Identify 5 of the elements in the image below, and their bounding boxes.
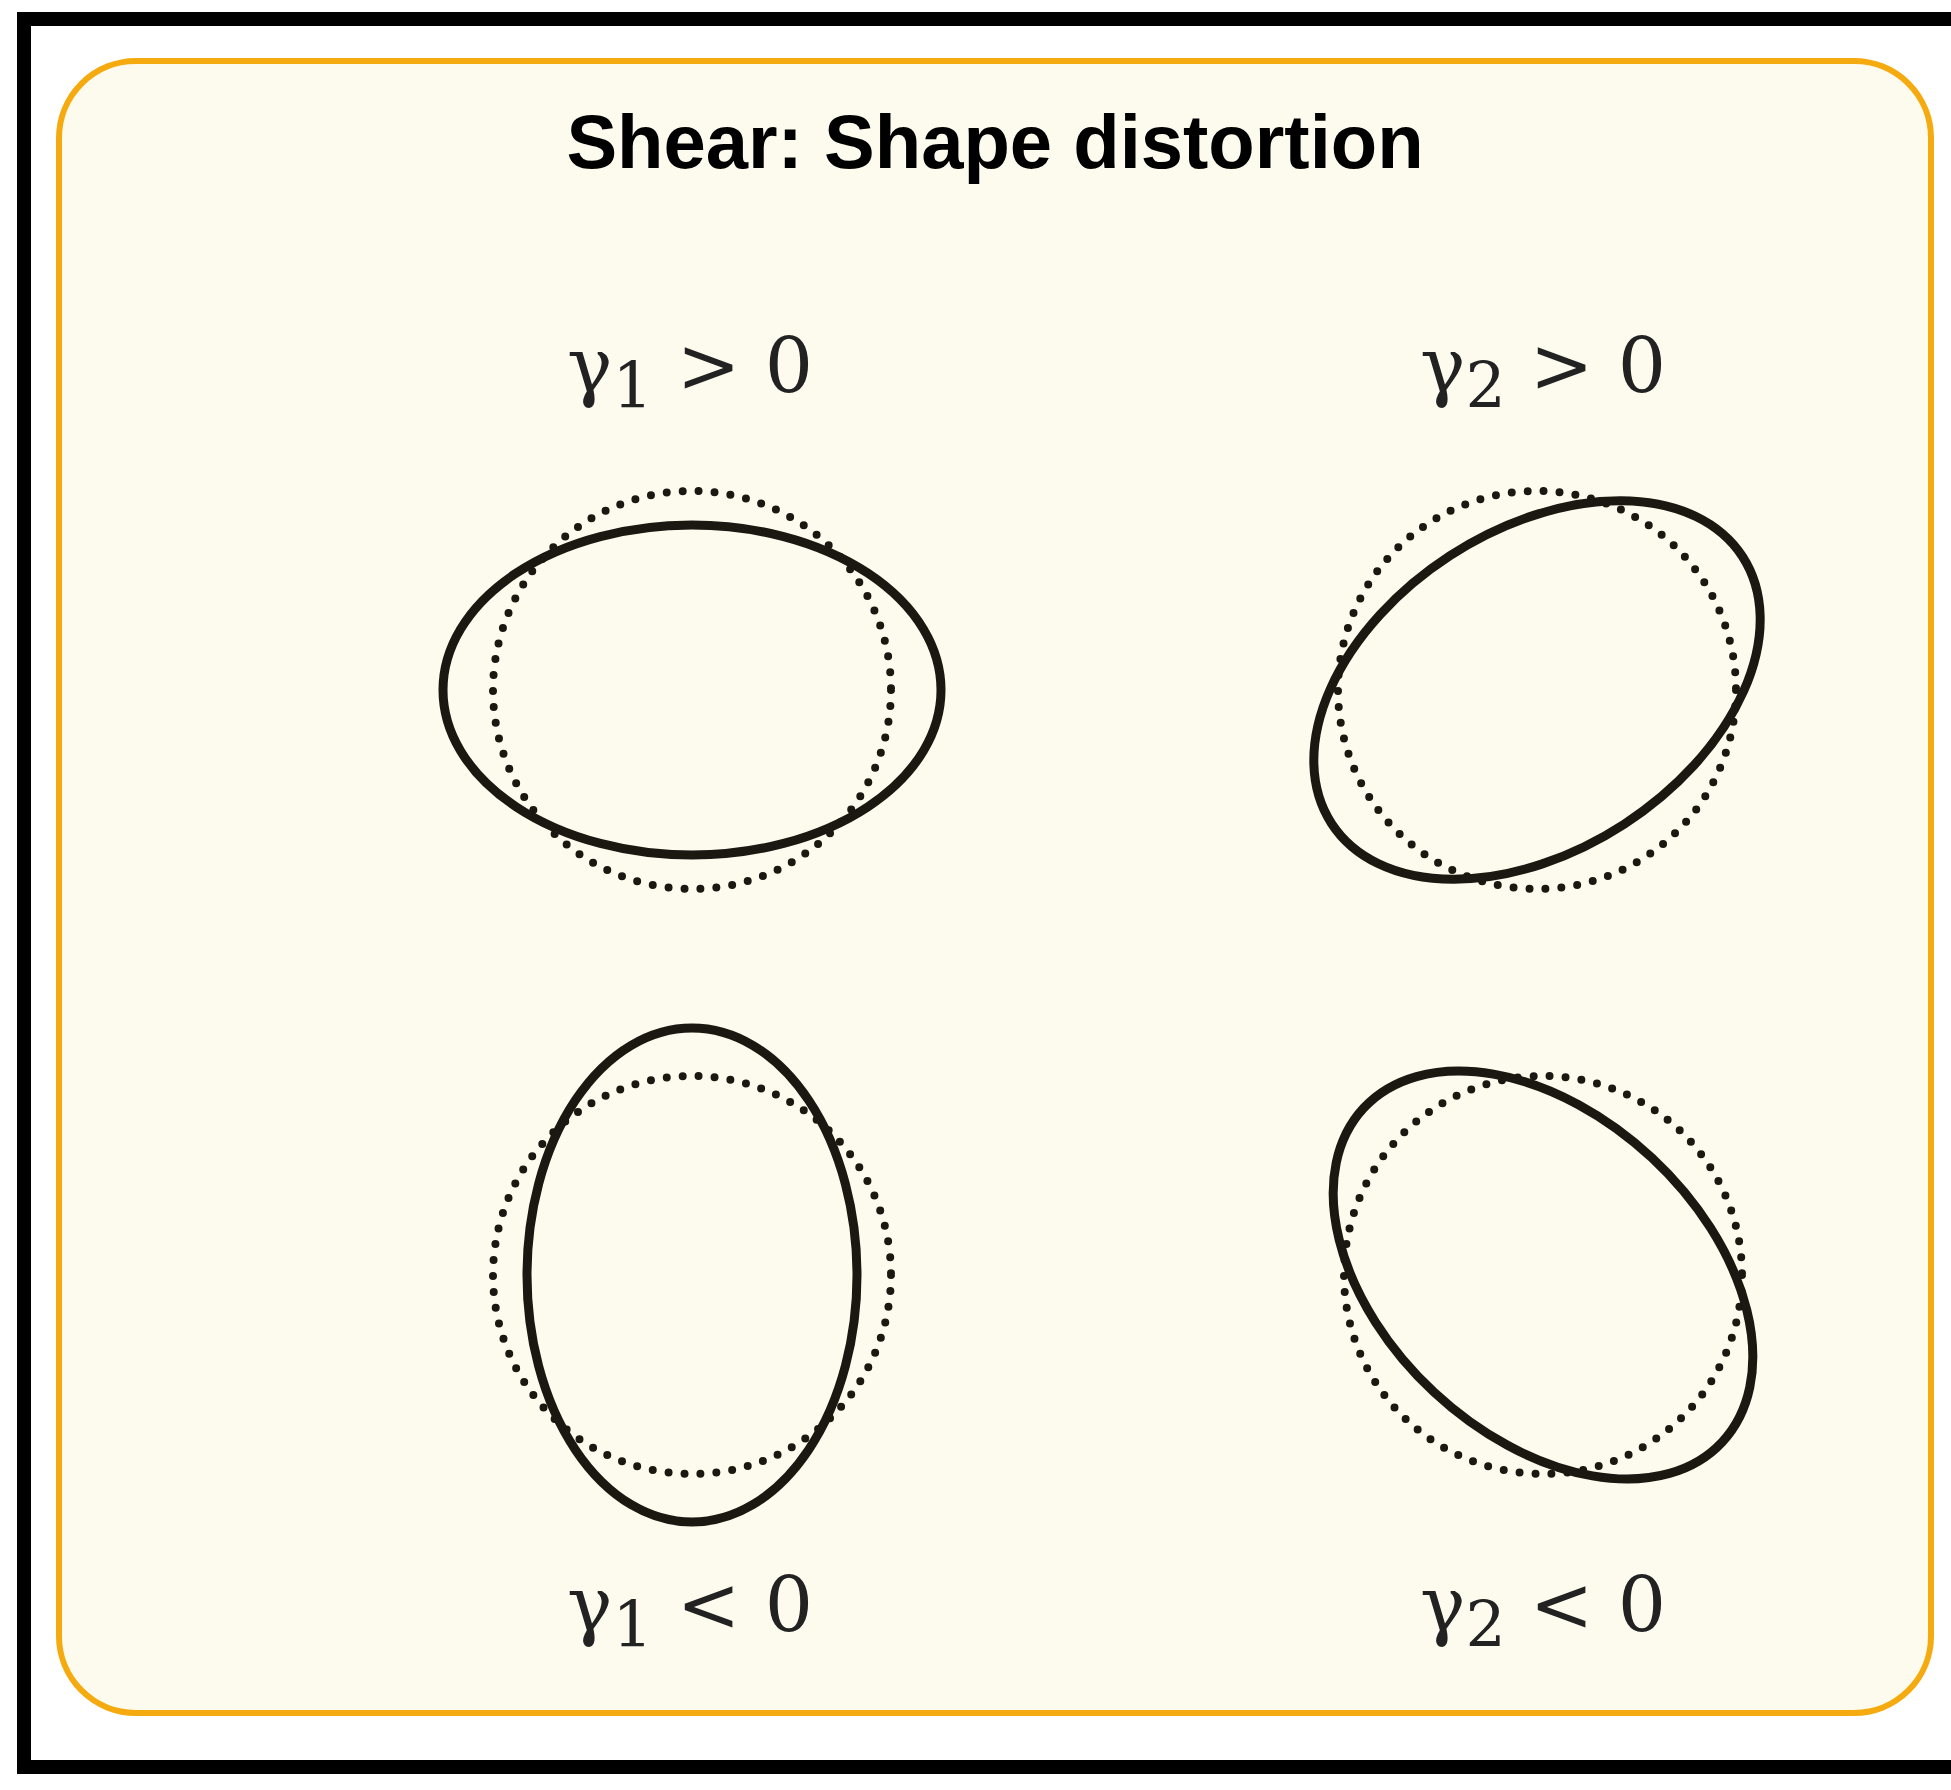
shear-label: γ$_{1}$ > 0 xyxy=(566,320,814,424)
shear-label: γ$_{2}$ > 0 xyxy=(1419,320,1667,424)
shear-label: γ$_{2}$ < 0 xyxy=(1419,1559,1667,1663)
panel-title: Shear: Shape distortion xyxy=(566,98,1424,185)
shear-label: γ$_{1}$ < 0 xyxy=(566,1559,814,1663)
